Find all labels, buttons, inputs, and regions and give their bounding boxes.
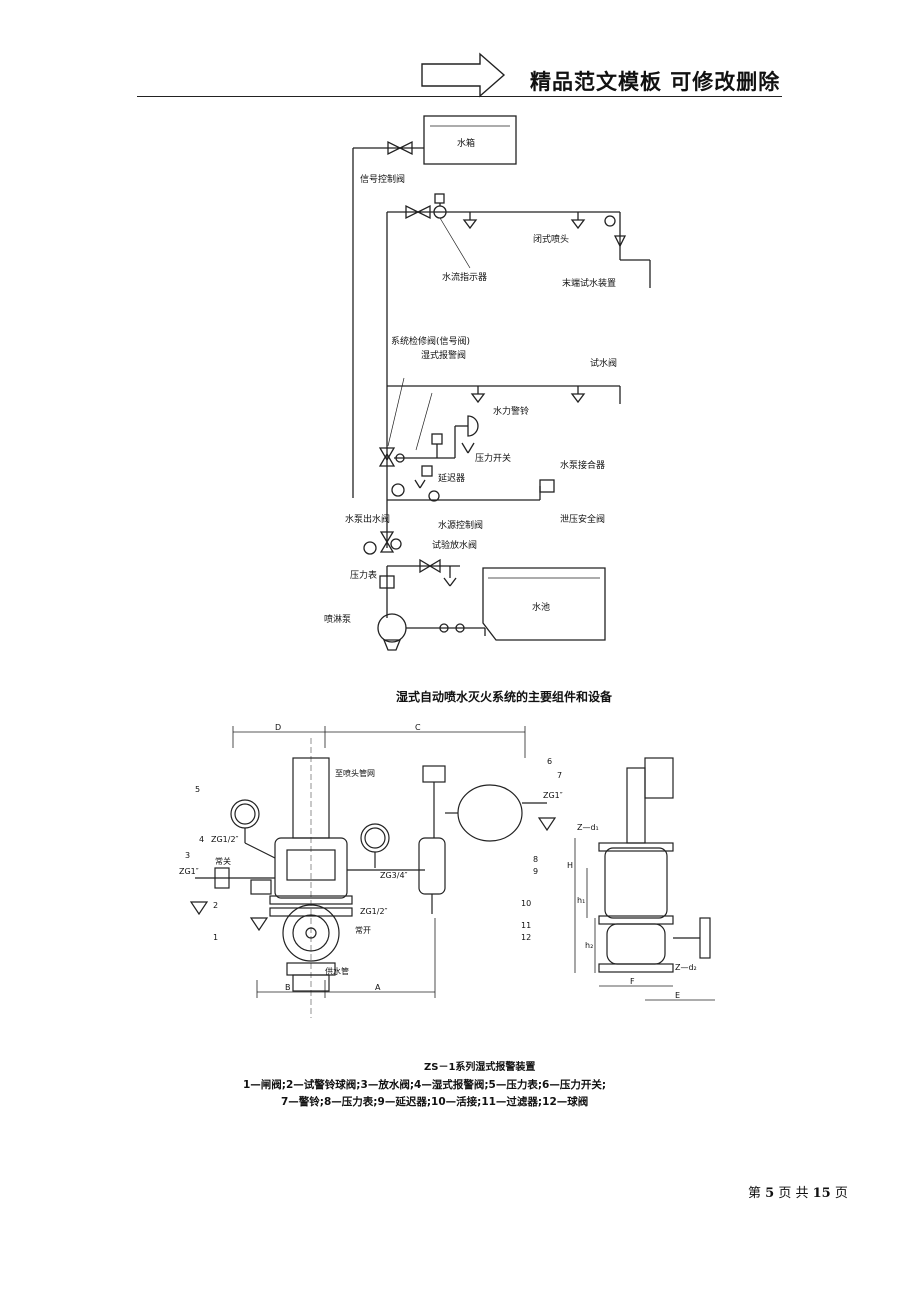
callout-12: 12 <box>521 933 531 942</box>
callout-9: 9 <box>533 867 538 876</box>
callout-5: 5 <box>195 785 200 794</box>
label-pool: 水池 <box>532 601 550 613</box>
callout-11: 11 <box>521 921 531 930</box>
water-tank <box>423 115 517 165</box>
callout-3: 3 <box>185 851 190 860</box>
arrow-icon <box>421 52 506 98</box>
label-pump-connector: 水泵接合器 <box>560 459 605 471</box>
dim-e: E <box>675 991 680 1000</box>
wet-alarm-valve-drawing: D C B A E F H h₁ h₂ Z—d₁ Z—d₂ 至喷头管网 供水管 … <box>179 723 715 1018</box>
label-zg-half: ZG1/2″ <box>211 835 239 844</box>
page-indicator: 第 5 页 共 15 页 <box>748 1182 848 1201</box>
label-to-sprinkler: 至喷头管网 <box>335 768 375 778</box>
label-relief-valve: 泄压安全阀 <box>560 513 605 525</box>
label-zg-1b: ZG1″ <box>543 791 563 800</box>
label-maintenance-valve: 系统检修阀(信号阀) <box>391 335 470 347</box>
page-middle: 页 共 <box>778 1186 809 1201</box>
figure2-caption: ZS－1系列湿式报警装置 <box>424 1062 536 1073</box>
dim-b: B <box>285 983 291 992</box>
label-test-valve: 试水阀 <box>590 357 617 369</box>
label-normally-open: 常开 <box>355 926 371 935</box>
dim-h1: h₁ <box>577 896 585 905</box>
page-suffix: 页 <box>834 1186 848 1201</box>
label-sprinkler-pump: 喷淋泵 <box>324 613 351 625</box>
figure2-legend-line1: 1—闸阀;2—试警铃球阀;3—放水阀;4—湿式报警阀;5—压力表;6—压力开关; <box>243 1079 607 1091</box>
dim-h: H <box>567 861 573 870</box>
sprinkler-system-diagram: 水箱 信号控制阀 闭式喷头 水流指示器 末端试水装置 系统检修阀(信号阀) 湿式… <box>324 115 651 651</box>
label-pressure-switch: 压力开关 <box>475 452 511 464</box>
header-divider <box>137 96 782 97</box>
callout-8: 8 <box>533 855 538 864</box>
label-z-d1: Z—d₁ <box>577 823 599 832</box>
header-title: 精品范文模板 可修改删除 <box>530 70 781 94</box>
label-retard-chamber: 延迟器 <box>438 472 465 484</box>
page-number: 5 <box>765 1186 775 1201</box>
label-pressure-gauge: 压力表 <box>350 569 377 581</box>
page-total: 15 <box>812 1186 831 1201</box>
label-wet-alarm-valve: 湿式报警阀 <box>421 349 466 361</box>
label-pump-outlet-valve: 水泵出水阀 <box>345 513 390 525</box>
label-signal-valve: 信号控制阀 <box>360 173 405 185</box>
label-zg-3-4: ZG3/4″ <box>380 871 408 880</box>
dim-a: A <box>375 983 381 992</box>
label-test-drain-valve: 试验放水阀 <box>432 539 477 551</box>
label-end-test-device: 末端试水装置 <box>562 277 616 289</box>
label-water-gong: 水力警铃 <box>493 405 529 417</box>
figure2-legend-line2: 7—警铃;8—压力表;9—延迟器;10—活接;11—过滤器;12—球阀 <box>281 1096 589 1108</box>
label-supply-pipe: 供水管 <box>325 966 349 976</box>
label-z-d2: Z—d₂ <box>675 963 697 972</box>
callout-2: 2 <box>213 901 218 910</box>
water-pool <box>482 567 606 641</box>
label-zg-half-b: ZG1/2″ <box>360 907 388 916</box>
label-pump-control-valve: 水源控制阀 <box>438 519 483 531</box>
callout-6: 6 <box>547 757 552 766</box>
dim-d: D <box>275 723 281 732</box>
dim-f: F <box>630 977 635 986</box>
label-zg-1: ZG1″ <box>179 867 199 876</box>
dim-c: C <box>415 723 421 732</box>
dim-h2: h₂ <box>585 941 593 950</box>
figure1-caption: 湿式自动喷水灭火系统的主要组件和设备 <box>396 690 613 704</box>
callout-4: 4 <box>199 835 204 844</box>
callout-1: 1 <box>213 933 218 942</box>
label-closed-sprinkler: 闭式喷头 <box>533 233 569 245</box>
label-normally-closed: 常关 <box>215 856 231 866</box>
callout-10: 10 <box>521 899 531 908</box>
label-water-tank: 水箱 <box>457 137 475 149</box>
callout-7: 7 <box>557 771 562 780</box>
label-flow-indicator: 水流指示器 <box>442 271 487 283</box>
page-prefix: 第 <box>748 1186 762 1201</box>
